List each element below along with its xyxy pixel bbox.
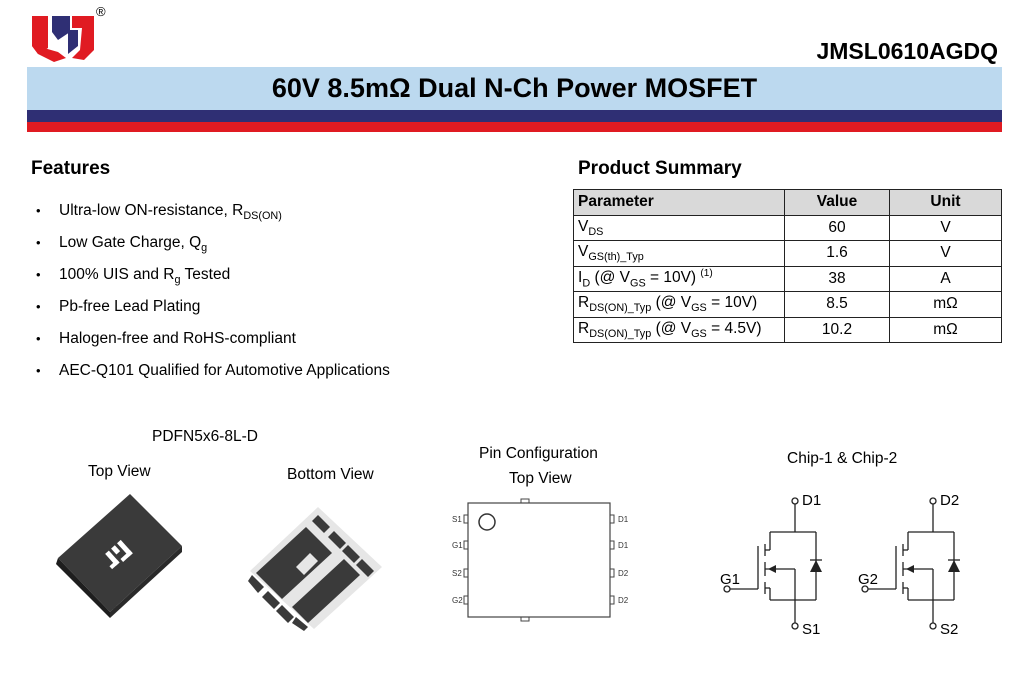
unit-cell: mΩ xyxy=(889,316,1002,343)
package-name: PDFN5x6-8L-D xyxy=(152,428,258,445)
value-cell: 60 xyxy=(784,214,890,241)
pin-label: G1 xyxy=(452,541,463,550)
parameter-vgs-th: VGS(th)_Typ xyxy=(573,240,785,267)
bullet-icon: • xyxy=(36,203,41,218)
feature-item: •Ultra-low ON-resistance, RDS(ON) xyxy=(36,202,282,223)
title-band: 60V 8.5mΩ Dual N-Ch Power MOSFET xyxy=(27,67,1002,110)
bullet-icon: • xyxy=(36,363,41,378)
bullet-icon: • xyxy=(36,235,41,250)
features-list: •Ultra-low ON-resistance, RDS(ON) •Low G… xyxy=(36,200,390,392)
table-row: RDS(ON)_Typ (@ VGS = 4.5V) 10.2 mΩ xyxy=(573,316,1002,343)
table-row: VGS(th)_Typ 1.6 V xyxy=(573,240,1002,267)
pin-label: D2 xyxy=(618,596,629,605)
product-summary-table: Parameter Value Unit VDS 60 V VGS(th)_Ty… xyxy=(573,189,1002,343)
table-row: ID (@ VGS = 10V) (1) 38 A xyxy=(573,265,1002,292)
bullet-icon: • xyxy=(36,267,41,282)
bullet-icon: • xyxy=(36,331,41,346)
feature-item: •AEC-Q101 Qualified for Automotive Appli… xyxy=(36,360,390,392)
unit-cell: mΩ xyxy=(889,291,1002,318)
label-s2: S2 xyxy=(940,621,958,638)
value-cell: 1.6 xyxy=(784,240,890,267)
company-logo xyxy=(32,16,94,62)
feature-item: •Low Gate Charge, Qg xyxy=(36,234,208,255)
unit-cell: V xyxy=(889,214,1002,241)
label-s1: S1 xyxy=(802,621,820,638)
column-header-value: Value xyxy=(784,189,890,216)
pin-label: S1 xyxy=(452,515,462,524)
value-cell: 10.2 xyxy=(784,316,890,343)
pin-config-title: Pin Configuration xyxy=(479,445,598,462)
registered-mark: ® xyxy=(96,4,106,19)
header-stripe-navy xyxy=(27,110,1002,122)
label-g1: G1 xyxy=(720,571,740,588)
feature-item: •Halogen-free and RoHS-compliant xyxy=(36,328,390,360)
features-heading: Features xyxy=(31,158,111,179)
bottom-view-caption: Bottom View xyxy=(287,466,374,483)
value-cell: 38 xyxy=(784,265,890,292)
parameter-id: ID (@ VGS = 10V) (1) xyxy=(573,265,785,292)
product-summary-heading: Product Summary xyxy=(578,158,742,179)
pin-label: D1 xyxy=(618,515,629,524)
label-d2: D2 xyxy=(940,492,959,509)
pin-label: S2 xyxy=(452,569,462,578)
package-top-view-image xyxy=(56,494,182,618)
column-header-unit: Unit xyxy=(889,189,1002,216)
label-g2: G2 xyxy=(858,571,878,588)
pin-label: D1 xyxy=(618,541,629,550)
unit-cell: A xyxy=(889,265,1002,292)
pin-configuration-diagram: S1 G1 S2 G2 D1 D1 D2 D2 xyxy=(452,498,629,622)
page-title: 60V 8.5mΩ Dual N-Ch Power MOSFET xyxy=(271,73,758,103)
bullet-icon: • xyxy=(36,299,41,314)
value-cell: 8.5 xyxy=(784,291,890,318)
header-stripe-red xyxy=(27,122,1002,132)
parameter-rdson-4v5: RDS(ON)_Typ (@ VGS = 4.5V) xyxy=(573,316,785,343)
unit-cell: V xyxy=(889,240,1002,267)
schematic-title: Chip-1 & Chip-2 xyxy=(787,450,898,467)
feature-item: •Pb-free Lead Plating xyxy=(36,296,390,328)
column-header-parameter: Parameter xyxy=(573,189,785,216)
table-row: RDS(ON)_Typ (@ VGS = 10V) 8.5 mΩ xyxy=(573,291,1002,318)
mosfet-schematic-chip2: D2 G2 S2 xyxy=(858,492,960,638)
pin-label: D2 xyxy=(618,569,629,578)
package-bottom-view-image xyxy=(248,507,382,631)
table-row: VDS 60 V xyxy=(573,214,1002,241)
pin-config-view: Top View xyxy=(509,470,572,487)
top-view-caption: Top View xyxy=(88,463,151,480)
mosfet-schematic-chip1: D1 G1 S1 xyxy=(720,492,822,638)
parameter-vds: VDS xyxy=(573,214,785,241)
pin-label: G2 xyxy=(452,596,463,605)
part-number: JMSL0610AGDQ xyxy=(816,38,998,64)
table-header-row: Parameter Value Unit xyxy=(573,189,1002,216)
parameter-rdson-10v: RDS(ON)_Typ (@ VGS = 10V) xyxy=(573,291,785,318)
label-d1: D1 xyxy=(802,492,821,509)
feature-item: •100% UIS and Rg Tested xyxy=(36,266,231,287)
